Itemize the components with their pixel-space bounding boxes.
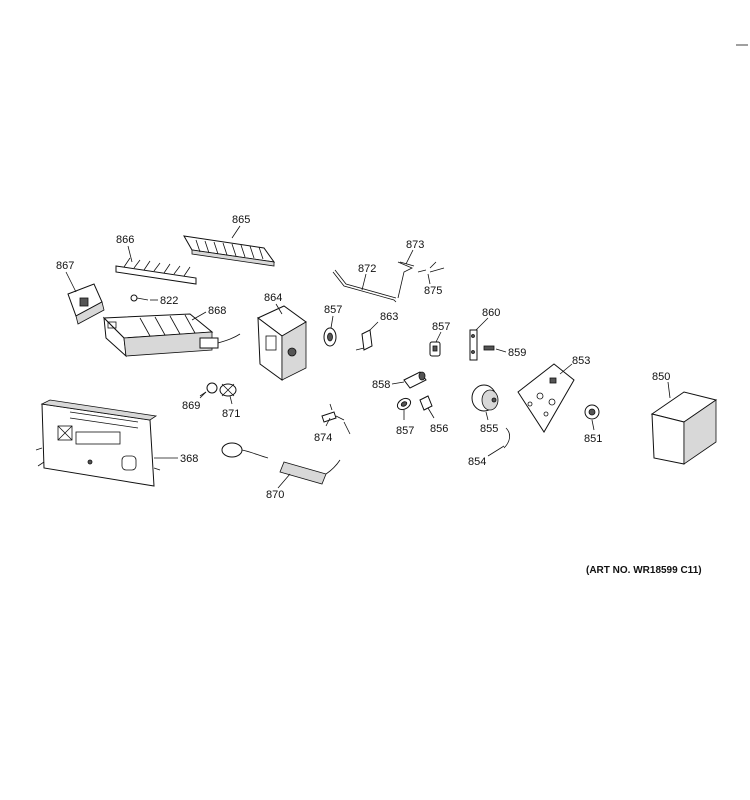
label-851: 851 bbox=[584, 433, 602, 445]
label-860: 860 bbox=[482, 307, 500, 319]
part-868-ice-mold bbox=[102, 313, 241, 358]
label-868: 868 bbox=[208, 305, 226, 317]
part-863-switch bbox=[355, 329, 373, 351]
label-859: 859 bbox=[508, 347, 526, 359]
part-855-motor bbox=[471, 384, 499, 412]
part-869-clamp bbox=[199, 382, 218, 397]
label-822: 822 bbox=[160, 295, 178, 307]
label-870: 870 bbox=[266, 489, 284, 501]
part-859-fuse bbox=[483, 345, 495, 351]
part-874-harness bbox=[321, 403, 351, 435]
part-858-thermistor bbox=[403, 371, 427, 389]
part-865-ejector-rail bbox=[183, 235, 276, 267]
part-822-screw bbox=[130, 294, 149, 302]
part-867-bracket bbox=[67, 283, 105, 325]
label-866: 866 bbox=[116, 234, 134, 246]
label-857-upper: 857 bbox=[324, 304, 342, 316]
label-856: 856 bbox=[430, 423, 448, 435]
label-863: 863 bbox=[380, 311, 398, 323]
label-857-lower: 857 bbox=[396, 425, 414, 437]
part-872-shutoff-arm bbox=[332, 269, 397, 303]
part-368-back-plate bbox=[35, 399, 161, 487]
part-850-cover bbox=[650, 391, 718, 465]
label-368: 368 bbox=[180, 453, 198, 465]
label-858: 858 bbox=[372, 379, 390, 391]
part-873-arm-bracket bbox=[397, 261, 415, 299]
part-860-relay bbox=[469, 329, 478, 361]
label-875: 875 bbox=[424, 285, 442, 297]
label-867: 867 bbox=[56, 260, 74, 272]
part-851-gear bbox=[584, 404, 600, 420]
part-853-mounting-plate bbox=[517, 363, 575, 433]
label-872: 872 bbox=[358, 263, 376, 275]
part-871-gear-clip bbox=[219, 383, 237, 397]
label-857-middle: 857 bbox=[432, 321, 450, 333]
label-854: 854 bbox=[468, 456, 486, 468]
label-864: 864 bbox=[264, 292, 282, 304]
art-number: (ART NO. WR18599 C11) bbox=[586, 565, 702, 576]
label-865: 865 bbox=[232, 214, 250, 226]
label-871: 871 bbox=[222, 408, 240, 420]
part-857-middle bbox=[429, 341, 441, 357]
part-875-clip bbox=[417, 261, 445, 273]
label-855: 855 bbox=[480, 423, 498, 435]
part-857-lower bbox=[396, 397, 412, 411]
part-857-upper bbox=[323, 327, 337, 347]
label-874: 874 bbox=[314, 432, 332, 444]
label-869: 869 bbox=[182, 400, 200, 412]
label-850: 850 bbox=[652, 371, 670, 383]
label-873: 873 bbox=[406, 239, 424, 251]
part-864-housing bbox=[257, 305, 307, 381]
label-853: 853 bbox=[572, 355, 590, 367]
part-866-ejector-comb bbox=[115, 257, 197, 285]
part-856-connector bbox=[419, 395, 433, 411]
part-870-fill-tube bbox=[221, 442, 341, 485]
part-854-wire bbox=[503, 427, 510, 449]
